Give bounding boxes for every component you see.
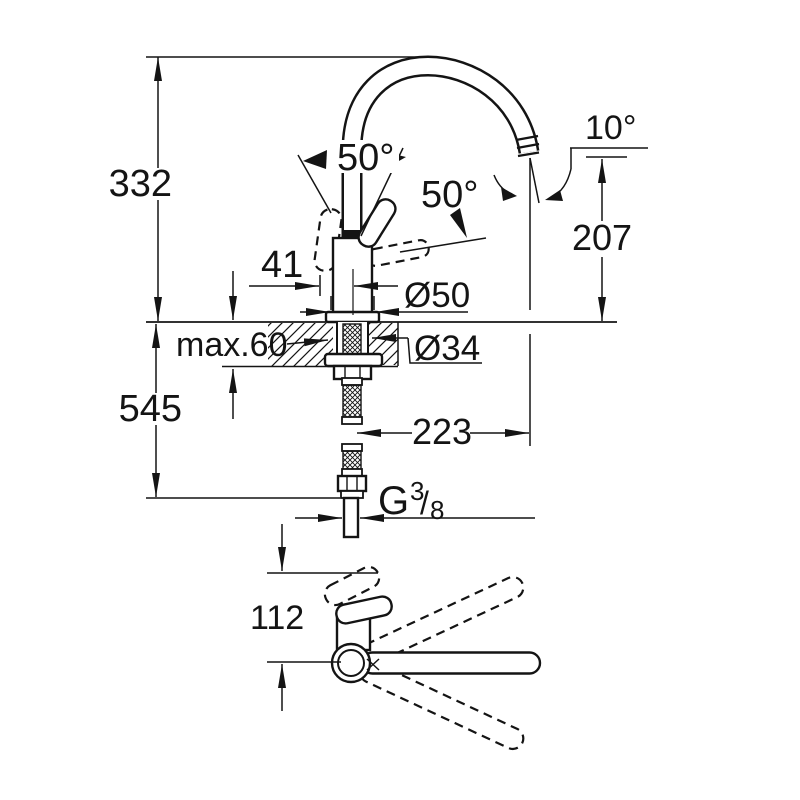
dim-label-50-side: 50° <box>421 174 478 216</box>
hose-connector-nut <box>336 474 368 493</box>
dim-label-dia34: Ø34 <box>414 329 480 368</box>
braided-hose-lower <box>342 450 362 471</box>
dim-label-545: 545 <box>119 388 182 430</box>
dim-label-332: 332 <box>109 163 172 205</box>
top-view-spout <box>360 651 542 675</box>
thread-divider: / <box>420 485 429 521</box>
hose-crimp-2 <box>341 416 363 425</box>
angle-arrowhead-side <box>450 208 467 238</box>
top-view-base-inner <box>337 649 365 677</box>
braided-hose-upper <box>342 384 362 419</box>
dim-label-41: 41 <box>261 244 303 286</box>
spout-arc-inner <box>344 57 537 240</box>
hose-crimp-1 <box>341 377 363 386</box>
hose-crimp-3 <box>341 443 363 452</box>
connection-tube <box>342 496 360 539</box>
arc-arrowhead-right <box>545 190 563 201</box>
angle-arrowhead-left <box>303 150 327 169</box>
joint-cross-mark <box>366 658 380 671</box>
thread-letter: G <box>378 479 409 523</box>
thread-numerator: 3 <box>410 476 424 506</box>
cartridge-cap <box>343 230 360 238</box>
dim-label-207: 207 <box>572 217 632 258</box>
dim-label-g38: G 3 / 8 <box>378 476 444 525</box>
angle-leg-left <box>297 154 332 214</box>
faucet-top-view <box>323 565 542 751</box>
aerator-band-1 <box>515 134 539 142</box>
dim-label-112: 112 <box>250 599 304 637</box>
threaded-shank <box>342 323 362 356</box>
angle-arc-10-right <box>551 168 572 198</box>
dim-label-223: 223 <box>412 411 472 452</box>
thread-denominator: 8 <box>430 495 444 525</box>
max60-leader <box>286 338 329 347</box>
label-gap-mask <box>333 140 399 173</box>
faucet-side-view <box>313 55 540 324</box>
spout-end-face <box>517 151 540 158</box>
top-view-handle-ghost <box>323 565 381 607</box>
mounting-washer <box>323 352 384 368</box>
arc-arrowhead-left <box>501 187 517 201</box>
shank-and-hoses <box>323 322 384 539</box>
outlet-angle-line <box>529 157 540 204</box>
dim-label-dia50: Ø50 <box>404 276 470 315</box>
aerator-band-2 <box>516 142 540 150</box>
dimension-labels: 50° 50° 10° 332 207 41 Ø50 max.60 Ø34 54… <box>109 109 637 637</box>
dia34-leader-bend <box>407 337 482 364</box>
dim-label-max60: max.60 <box>176 326 288 364</box>
dim-label-10deg: 10° <box>585 109 636 147</box>
mounting-nut <box>332 364 373 381</box>
handle-ghost-open <box>366 239 430 267</box>
top-view-lever <box>335 595 393 625</box>
handle-open-extension-line <box>399 237 487 253</box>
dim-label-50-front: 50° <box>337 137 394 179</box>
